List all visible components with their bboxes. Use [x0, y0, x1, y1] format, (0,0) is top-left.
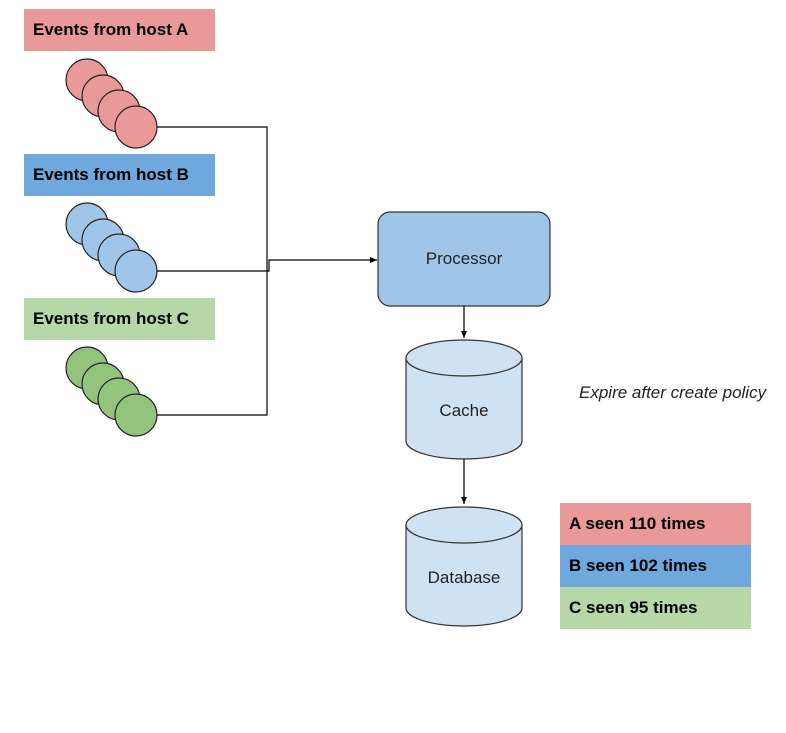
policy-note: Expire after create policy	[579, 383, 767, 402]
tally-row-c-text: C seen 95 times	[569, 598, 698, 617]
host-c-label: Events from host C	[24, 298, 215, 340]
host-a-label-text: Events from host A	[33, 20, 189, 39]
tally-row-b-text: B seen 102 times	[569, 556, 707, 575]
processor-label: Processor	[425, 249, 503, 268]
host-c-events	[65, 346, 158, 437]
database-label: Database	[427, 568, 501, 587]
connector-host-c	[157, 270, 268, 416]
tally-row-c: C seen 95 times	[560, 587, 751, 629]
event-circle	[114, 105, 158, 149]
host-b-label: Events from host B	[24, 154, 215, 196]
tally-row-a: A seen 110 times	[560, 503, 751, 545]
host-b-events	[65, 202, 158, 293]
host-a-label: Events from host A	[24, 9, 215, 51]
tally-row-a-text: A seen 110 times	[569, 514, 706, 533]
database-cylinder	[405, 506, 523, 627]
tally-row-b: B seen 102 times	[560, 545, 751, 587]
cache-label: Cache	[439, 401, 489, 420]
host-c-label-text: Events from host C	[33, 309, 189, 328]
host-b-label-text: Events from host B	[33, 165, 189, 184]
arrow-to-processor	[267, 257, 377, 272]
host-a-events	[65, 58, 158, 149]
cache-cylinder	[405, 339, 523, 460]
event-circle	[114, 393, 158, 437]
connector-host-a	[157, 126, 268, 270]
event-circle	[114, 249, 158, 293]
